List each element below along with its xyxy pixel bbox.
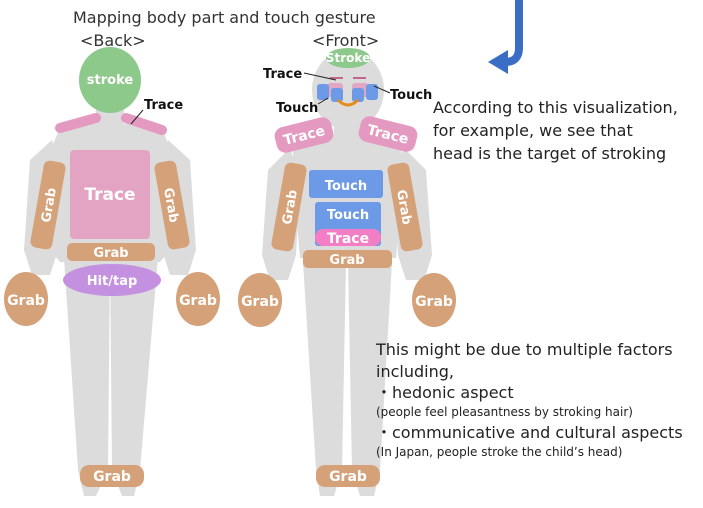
front-eyes-callout: Trace bbox=[263, 67, 302, 82]
front-head-label: Stroke bbox=[326, 51, 370, 65]
back-figure: stroke Trace Trace Grab Grab Grab Hit/ta… bbox=[4, 47, 220, 496]
back-torso-label: Trace bbox=[84, 185, 135, 205]
back-shoulder-callout: Trace bbox=[144, 98, 183, 113]
front-waist-label: Grab bbox=[329, 253, 364, 268]
front-belly-label: Touch bbox=[327, 208, 369, 223]
front-cheek-right-callout: Touch bbox=[390, 88, 432, 103]
back-hand-right-label: Grab bbox=[179, 293, 217, 309]
front-lower-belly-label: Trace bbox=[327, 231, 369, 247]
front-hand-left-label: Grab bbox=[241, 294, 279, 310]
note-bottom-point-2-detail: (In Japan, people stroke the child’s hea… bbox=[376, 445, 622, 459]
back-hand-left-label: Grab bbox=[7, 293, 45, 309]
curved-arrow bbox=[488, 0, 519, 74]
note-bottom-line-1: This might be due to multiple factors bbox=[376, 340, 673, 360]
back-hip-label: Hit/tap bbox=[87, 274, 138, 289]
note-bottom-point-2: ・communicative and cultural aspects bbox=[376, 423, 683, 443]
back-feet-label: Grab bbox=[93, 469, 131, 485]
back-head-label: stroke bbox=[87, 73, 134, 88]
note-bottom-line-2: including, bbox=[376, 362, 454, 382]
note-top-line-3: head is the target of stroking bbox=[433, 144, 666, 164]
front-feet-label: Grab bbox=[329, 469, 367, 485]
back-waist-label: Grab bbox=[93, 246, 128, 261]
note-top-line-2: for example, we see that bbox=[433, 121, 633, 141]
note-top-line-1: According to this visualization, bbox=[433, 98, 678, 118]
front-chest-label: Touch bbox=[325, 179, 367, 194]
front-hand-right-label: Grab bbox=[415, 294, 453, 310]
note-bottom-point-1-detail: (people feel pleasantness by stroking ha… bbox=[376, 405, 633, 419]
front-cheek-left-callout: Touch bbox=[276, 101, 318, 116]
note-bottom-point-1: ・hedonic aspect bbox=[376, 383, 514, 403]
